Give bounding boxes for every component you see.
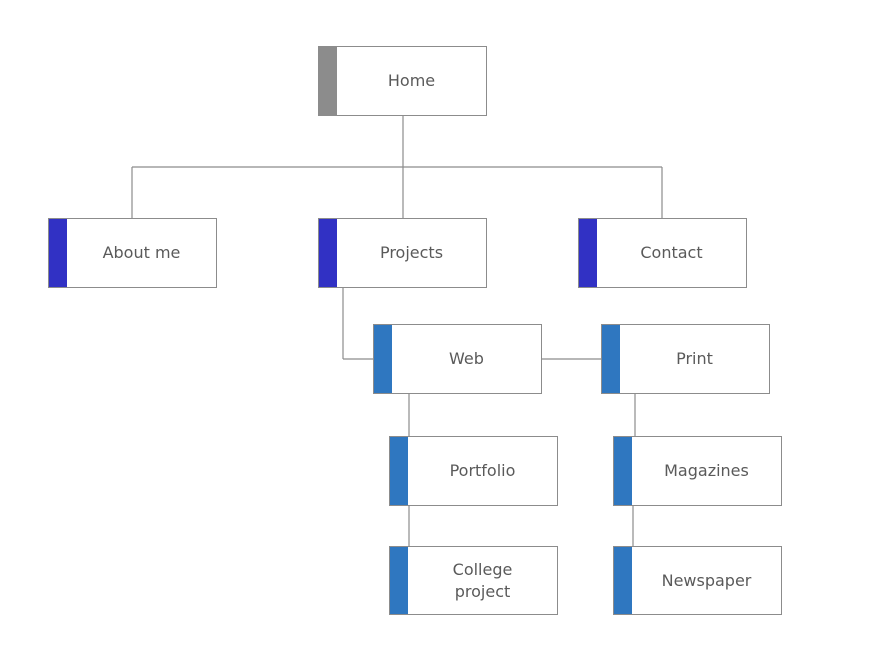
node-label: Contact [640,243,703,262]
node-accent-bar [374,325,392,393]
node-accent-bar [49,219,67,287]
node-label: Magazines [664,461,749,480]
node-college-project: College project [389,546,558,615]
node-print: Print [601,324,770,394]
node-label: Newspaper [661,570,752,590]
node-label: Portfolio [449,461,516,480]
node-projects: Projects [318,218,487,288]
node-home: Home [318,46,487,116]
node-label: Projects [379,243,444,262]
node-accent-bar [614,437,632,505]
node-accent-bar [390,547,408,614]
node-label: Home [387,71,436,90]
node-accent-bar [579,219,597,287]
node-newspaper: Newspaper [613,546,782,615]
node-about-me: About me [48,218,217,288]
node-web: Web [373,324,542,394]
node-accent-bar [319,47,337,115]
node-magazines: Magazines [613,436,782,506]
node-accent-bar [602,325,620,393]
node-accent-bar [319,219,337,287]
node-label: Web [449,349,484,368]
node-accent-bar [390,437,408,505]
node-label: About me [102,243,181,262]
node-label: Print [676,349,713,368]
node-portfolio: Portfolio [389,436,558,506]
node-accent-bar [614,547,632,614]
node-label: College project [452,559,513,601]
node-contact: Contact [578,218,747,288]
